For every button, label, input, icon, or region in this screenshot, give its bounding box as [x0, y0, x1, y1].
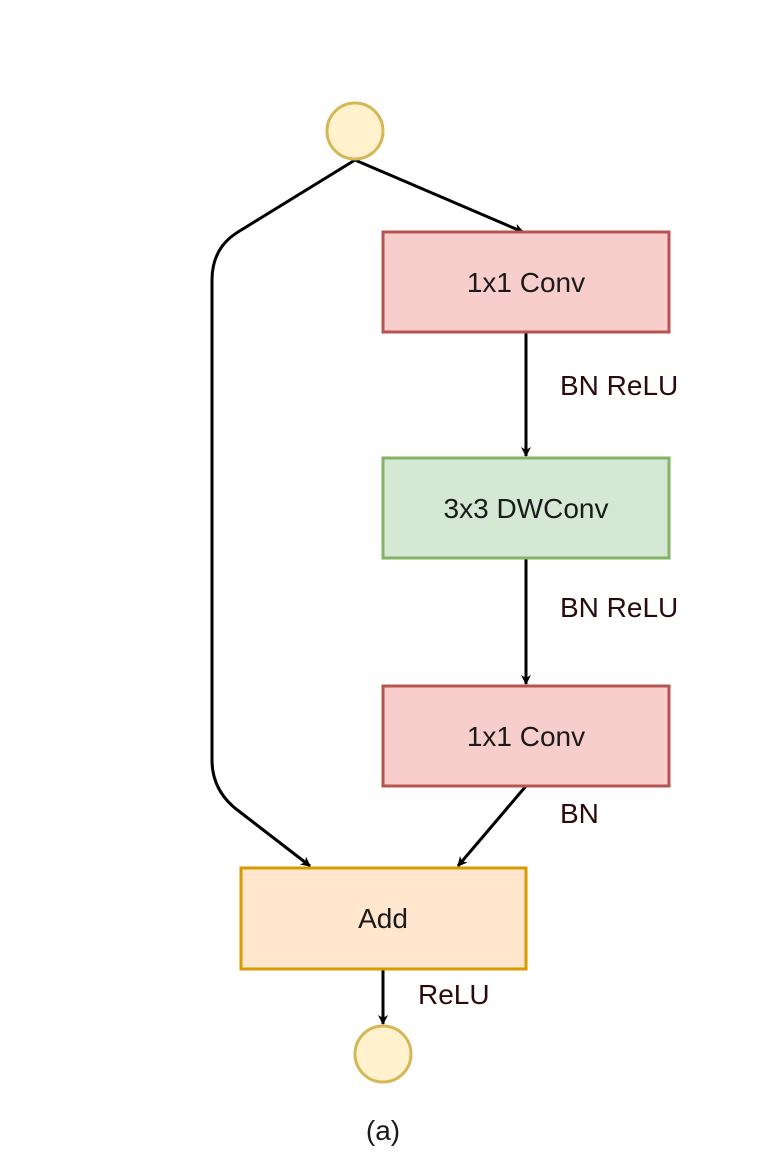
figure-caption: (a): [366, 1115, 400, 1146]
dwconv-box: [381, 456, 671, 560]
conv1-label: 1x1 Conv: [467, 267, 585, 298]
add-label: Add: [358, 903, 408, 934]
dwconv-node: 3x3 DWConv: [381, 456, 671, 560]
add-node: Add: [239, 866, 528, 971]
output-node-circle: [353, 1024, 413, 1084]
edge-label-conv2-add: BN: [560, 798, 599, 829]
edge-conv2-to-add: [456, 785, 528, 867]
input-node-circle: [325, 101, 385, 161]
edge-label-dwconv-conv2: BN ReLU: [560, 592, 678, 623]
edge-skip-connection: [210, 158, 356, 868]
conv2-node: 1x1 Conv: [381, 684, 671, 788]
edges: [210, 158, 531, 1025]
dwconv-label: 3x3 DWConv: [444, 493, 609, 524]
conv2-box: [381, 684, 671, 788]
add-box: [239, 866, 528, 971]
conv1-node: 1x1 Conv: [381, 230, 671, 334]
conv2-label: 1x1 Conv: [467, 721, 585, 752]
edge-label-conv1-dwconv: BN ReLU: [560, 370, 678, 401]
edge-label-add-output: ReLU: [418, 979, 490, 1010]
conv1-box: [381, 230, 671, 334]
edge-input-to-conv1: [354, 158, 524, 234]
